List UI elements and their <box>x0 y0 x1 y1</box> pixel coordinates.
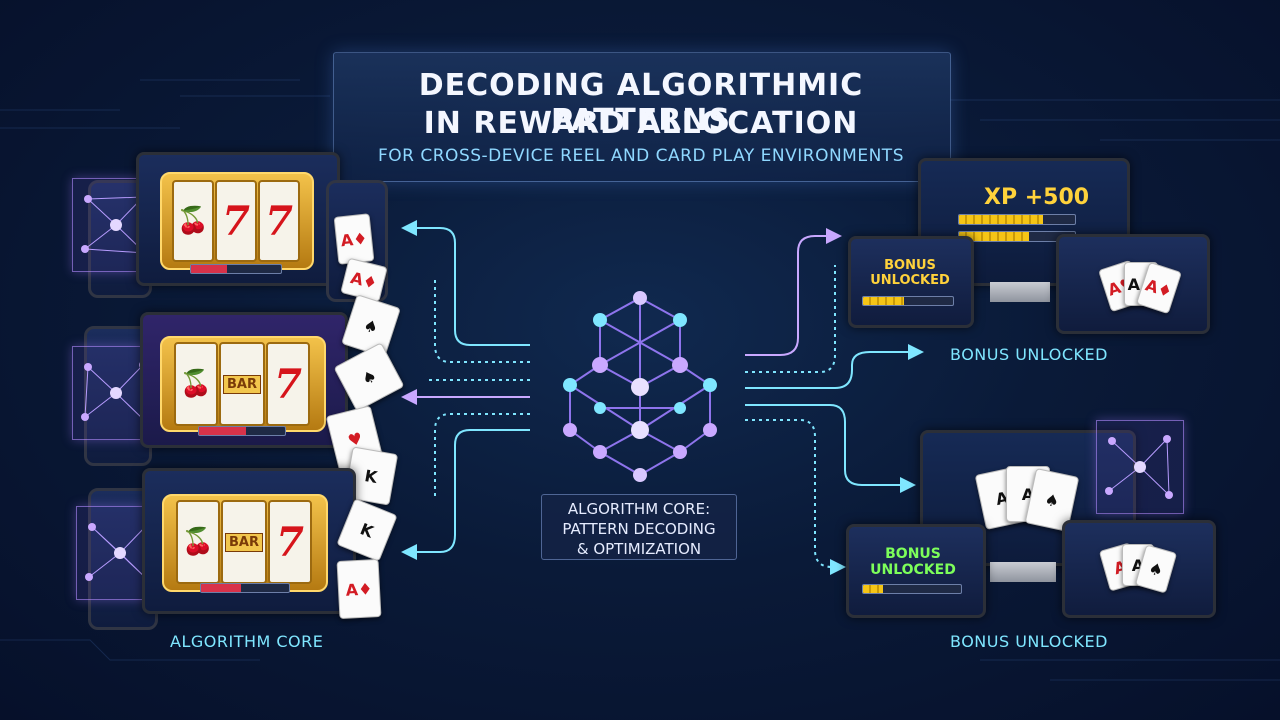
monitor-stand <box>990 282 1050 302</box>
slot-progress-bar <box>198 426 286 436</box>
slot-reel: 🍒 <box>176 500 220 584</box>
bar-symbol: BAR <box>225 532 263 552</box>
slot-progress-bar <box>190 264 282 274</box>
slot-reel: 7 <box>215 180 257 262</box>
neural-network-icon <box>563 291 717 482</box>
slot-reel: 🍒 <box>174 342 218 426</box>
core-label-line3: & OPTIMIZATION <box>576 540 702 558</box>
bonus-unlocked-label-bottom: BONUS UNLOCKED <box>950 632 1108 651</box>
core-label-box: ALGORITHM CORE: PATTERN DECODING & OPTIM… <box>541 494 737 560</box>
xp-reward-text: XP +500 <box>984 185 1090 210</box>
page-title-line2: IN REWARD ALLOCATION <box>423 106 859 141</box>
cherry-icon: 🍒 <box>181 527 215 557</box>
seven-icon: 7 <box>274 360 302 408</box>
network-graph-icon <box>1105 435 1173 499</box>
slot-reel: 7 <box>258 180 300 262</box>
laptop-card-screen <box>1056 234 1210 334</box>
core-label-line1: ALGORITHM CORE: <box>567 500 711 518</box>
bonus-unlocked-label: BONUS UNLOCKED <box>950 345 1108 364</box>
slot-reel: 🍒 <box>172 180 214 262</box>
seven-icon: 7 <box>276 518 304 566</box>
bonus-text-green: BONUS UNLOCKED <box>870 546 956 578</box>
bar-symbol: BAR <box>223 374 261 394</box>
tablet-bonus-screen <box>848 236 974 328</box>
slot-reel: BAR <box>219 342 265 426</box>
playing-card: A♦ <box>336 558 382 620</box>
monitor-stand <box>990 562 1056 582</box>
slot-reel: 7 <box>266 342 310 426</box>
bonus-progress-bar <box>862 296 954 306</box>
page-subtitle: FOR CROSS-DEVICE REEL AND CARD PLAY ENVI… <box>378 146 904 166</box>
xp-progress-bar <box>958 214 1076 225</box>
cherry-icon: 🍒 <box>176 206 210 236</box>
slot-reel: 7 <box>268 500 312 584</box>
bonus-text: BONUS UNLOCKED <box>870 258 950 288</box>
left-label: ALGORITHM CORE <box>170 632 324 651</box>
page-title: DECODING ALGORITHMIC PATTERNS <box>418 68 864 138</box>
core-label-line2: PATTERN DECODING <box>562 520 716 538</box>
bonus-green-progress-bar <box>862 584 962 594</box>
seven-icon: 7 <box>222 197 250 245</box>
slot-progress-bar <box>200 583 290 593</box>
slot-reel: BAR <box>221 500 267 584</box>
playing-card: A♦ <box>333 213 375 265</box>
seven-icon: 7 <box>265 197 293 245</box>
title-panel <box>333 52 951 182</box>
tablet-bonus-screen <box>846 524 986 618</box>
network-panel <box>1096 420 1184 514</box>
cherry-icon: 🍒 <box>179 369 213 399</box>
